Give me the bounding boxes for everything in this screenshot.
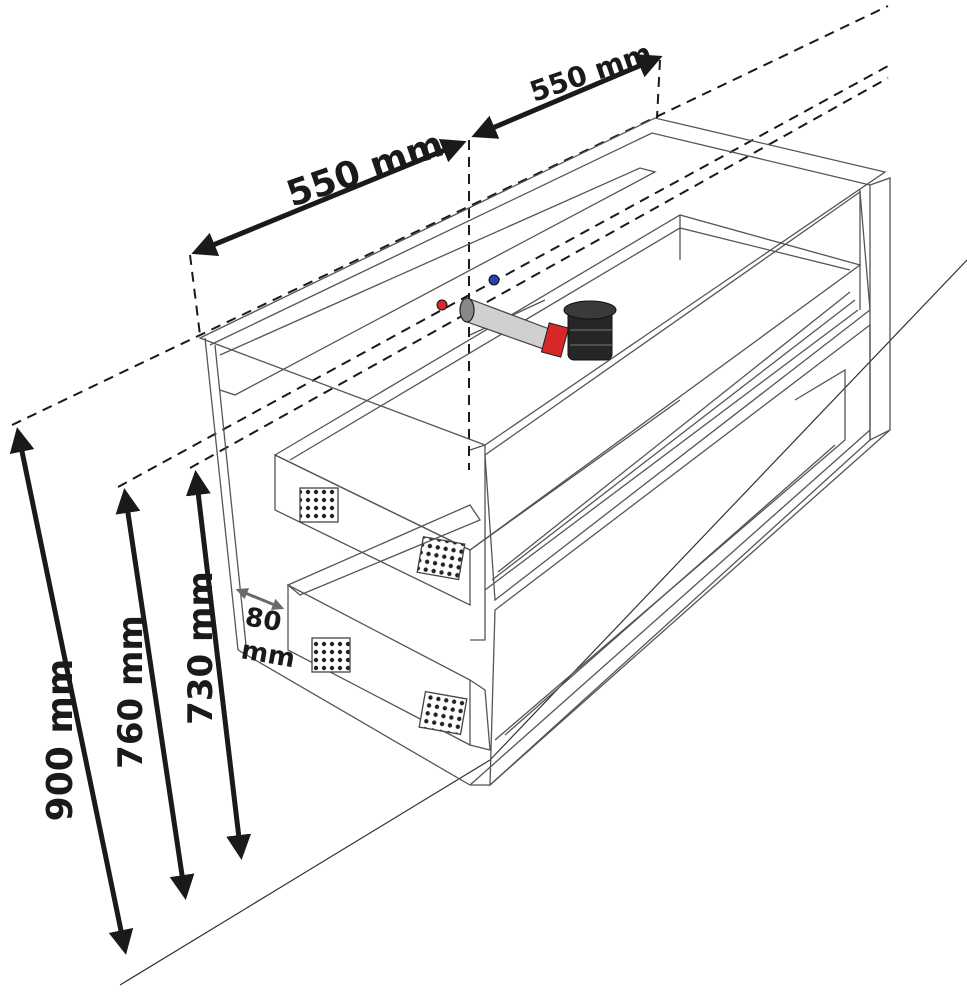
width-left-label: 550 mm xyxy=(282,124,449,216)
height-arrow-730 xyxy=(185,470,252,860)
height-total-label: 900 mm xyxy=(40,659,81,822)
width-right-label: 550 mm xyxy=(526,36,656,108)
drawer-gap-arrow xyxy=(235,588,285,610)
width-arrow-left xyxy=(191,139,467,256)
lower-drawer xyxy=(286,504,491,751)
drawer-gap-value: 80 xyxy=(243,602,284,638)
height-inlet-label: 730 mm xyxy=(181,571,221,725)
hot-water-inlet xyxy=(436,299,448,311)
cabinet-carcass xyxy=(198,117,891,787)
drawer-hinge-plate xyxy=(311,637,351,673)
width-arrow-right xyxy=(471,54,663,139)
plumbing xyxy=(436,274,617,361)
width-dimension-arrows xyxy=(191,54,663,256)
drawer-hinge-plate xyxy=(299,487,339,523)
drain-coupling xyxy=(540,322,570,358)
height-arrow-760 xyxy=(115,488,195,900)
height-dimension-arrows xyxy=(9,427,252,955)
upper-drawer xyxy=(273,214,862,607)
height-drain-label: 760 mm xyxy=(111,615,151,769)
cold-water-inlet xyxy=(488,274,500,286)
drawer-hinge-plate xyxy=(418,690,468,736)
drawer-hinge-plate xyxy=(416,536,466,581)
drain-pipe xyxy=(466,297,553,353)
height-arrow-900 xyxy=(9,427,134,955)
